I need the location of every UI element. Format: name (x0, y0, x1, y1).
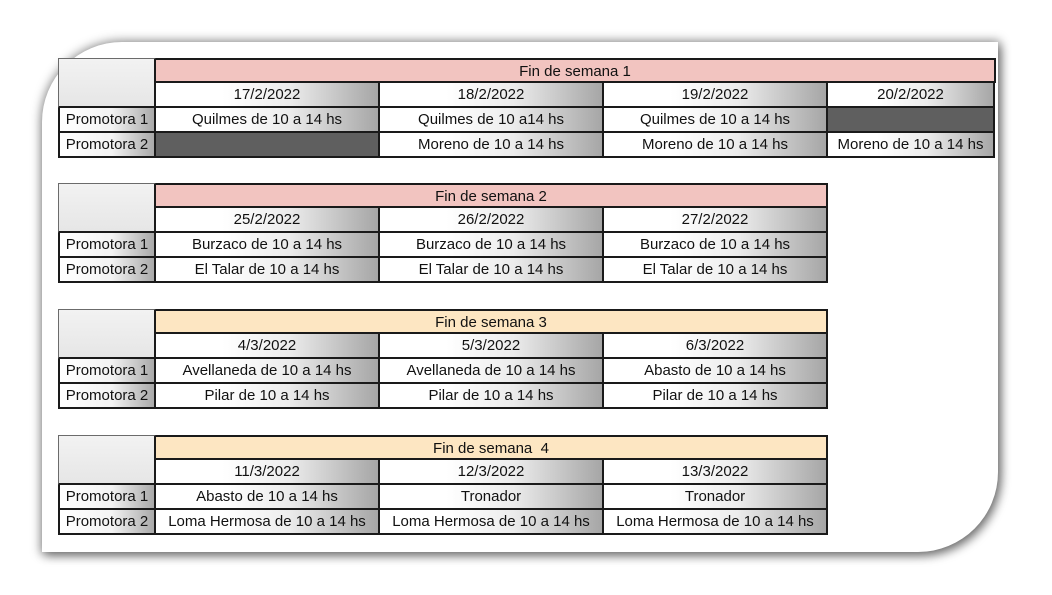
date-cell: 11/3/2022 (156, 460, 380, 485)
schedule-cell: Abasto de 10 a 14 hs (604, 359, 828, 384)
schedule-cell: Burzaco de 10 a 14 hs (604, 233, 828, 258)
date-cell: 26/2/2022 (380, 208, 604, 233)
date-cell: 12/3/2022 (380, 460, 604, 485)
schedule-cell: Tronador (604, 485, 828, 510)
schedule-cell: Moreno de 10 a 14 hs (380, 133, 604, 158)
date-cell: 13/3/2022 (604, 460, 828, 485)
corner-cell (58, 309, 156, 359)
table-row: Promotora 2 El Talar de 10 a 14 hs El Ta… (58, 258, 828, 283)
table-row: Promotora 2 Loma Hermosa de 10 a 14 hs L… (58, 510, 828, 535)
schedule-cell: Loma Hermosa de 10 a 14 hs (380, 510, 604, 535)
weekend-1-table: Fin de semana 1 17/2/2022 18/2/2022 19/2… (58, 58, 996, 158)
table-row: Promotora 2 Moreno de 10 a 14 hs Moreno … (58, 133, 996, 158)
weekend-title: Fin de semana 3 (156, 309, 828, 334)
schedule-cell: El Talar de 10 a 14 hs (380, 258, 604, 283)
row-label: Promotora 2 (58, 133, 156, 158)
schedule-cell: Moreno de 10 a 14 hs (604, 133, 828, 158)
corner-cell (58, 183, 156, 233)
date-cell: 19/2/2022 (604, 83, 828, 108)
table-row: Promotora 1 Quilmes de 10 a 14 hs Quilme… (58, 108, 996, 133)
row-label: Promotora 1 (58, 108, 156, 133)
date-cell: 6/3/2022 (604, 334, 828, 359)
row-label: Promotora 2 (58, 384, 156, 409)
row-label: Promotora 1 (58, 485, 156, 510)
row-label: Promotora 1 (58, 233, 156, 258)
weekend-2-table: Fin de semana 2 25/2/2022 26/2/2022 27/2… (58, 183, 828, 283)
date-cell: 5/3/2022 (380, 334, 604, 359)
schedule-cell: Moreno de 10 a 14 hs (828, 133, 995, 158)
date-cell: 27/2/2022 (604, 208, 828, 233)
date-cell: 25/2/2022 (156, 208, 380, 233)
table-row: Promotora 1 Burzaco de 10 a 14 hs Burzac… (58, 233, 828, 258)
schedule-cell: Loma Hermosa de 10 a 14 hs (156, 510, 380, 535)
weekend-title: Fin de semana 1 (156, 58, 996, 83)
date-cell: 4/3/2022 (156, 334, 380, 359)
schedule-cell: El Talar de 10 a 14 hs (156, 258, 380, 283)
corner-cell (58, 58, 156, 108)
table-row: Promotora 1 Avellaneda de 10 a 14 hs Ave… (58, 359, 828, 384)
row-label: Promotora 1 (58, 359, 156, 384)
date-cell: 18/2/2022 (380, 83, 604, 108)
schedule-cell: El Talar de 10 a 14 hs (604, 258, 828, 283)
table-row: Promotora 2 Pilar de 10 a 14 hs Pilar de… (58, 384, 828, 409)
weekend-3-table: Fin de semana 3 4/3/2022 5/3/2022 6/3/20… (58, 309, 828, 409)
schedule-cell: Pilar de 10 a 14 hs (604, 384, 828, 409)
schedule-cell: Quilmes de 10 a14 hs (380, 108, 604, 133)
schedule-cell: Pilar de 10 a 14 hs (380, 384, 604, 409)
schedule-cell: Abasto de 10 a 14 hs (156, 485, 380, 510)
table-row: Promotora 1 Abasto de 10 a 14 hs Tronado… (58, 485, 828, 510)
row-label: Promotora 2 (58, 510, 156, 535)
schedule-cell: Tronador (380, 485, 604, 510)
row-label: Promotora 2 (58, 258, 156, 283)
empty-cell (828, 108, 995, 133)
schedule-cell: Burzaco de 10 a 14 hs (380, 233, 604, 258)
weekend-4-table: Fin de semana 4 11/3/2022 12/3/2022 13/3… (58, 435, 828, 535)
date-cell: 20/2/2022 (828, 83, 995, 108)
date-cell: 17/2/2022 (156, 83, 380, 108)
schedule-cell: Avellaneda de 10 a 14 hs (380, 359, 604, 384)
weekend-title: Fin de semana 2 (156, 183, 828, 208)
schedule-cell: Quilmes de 10 a 14 hs (156, 108, 380, 133)
schedule-cell: Quilmes de 10 a 14 hs (604, 108, 828, 133)
empty-cell (156, 133, 380, 158)
corner-cell (58, 435, 156, 485)
schedule-cell: Burzaco de 10 a 14 hs (156, 233, 380, 258)
schedule-cell: Pilar de 10 a 14 hs (156, 384, 380, 409)
schedule-cell: Loma Hermosa de 10 a 14 hs (604, 510, 828, 535)
weekend-title: Fin de semana 4 (156, 435, 828, 460)
schedule-cell: Avellaneda de 10 a 14 hs (156, 359, 380, 384)
